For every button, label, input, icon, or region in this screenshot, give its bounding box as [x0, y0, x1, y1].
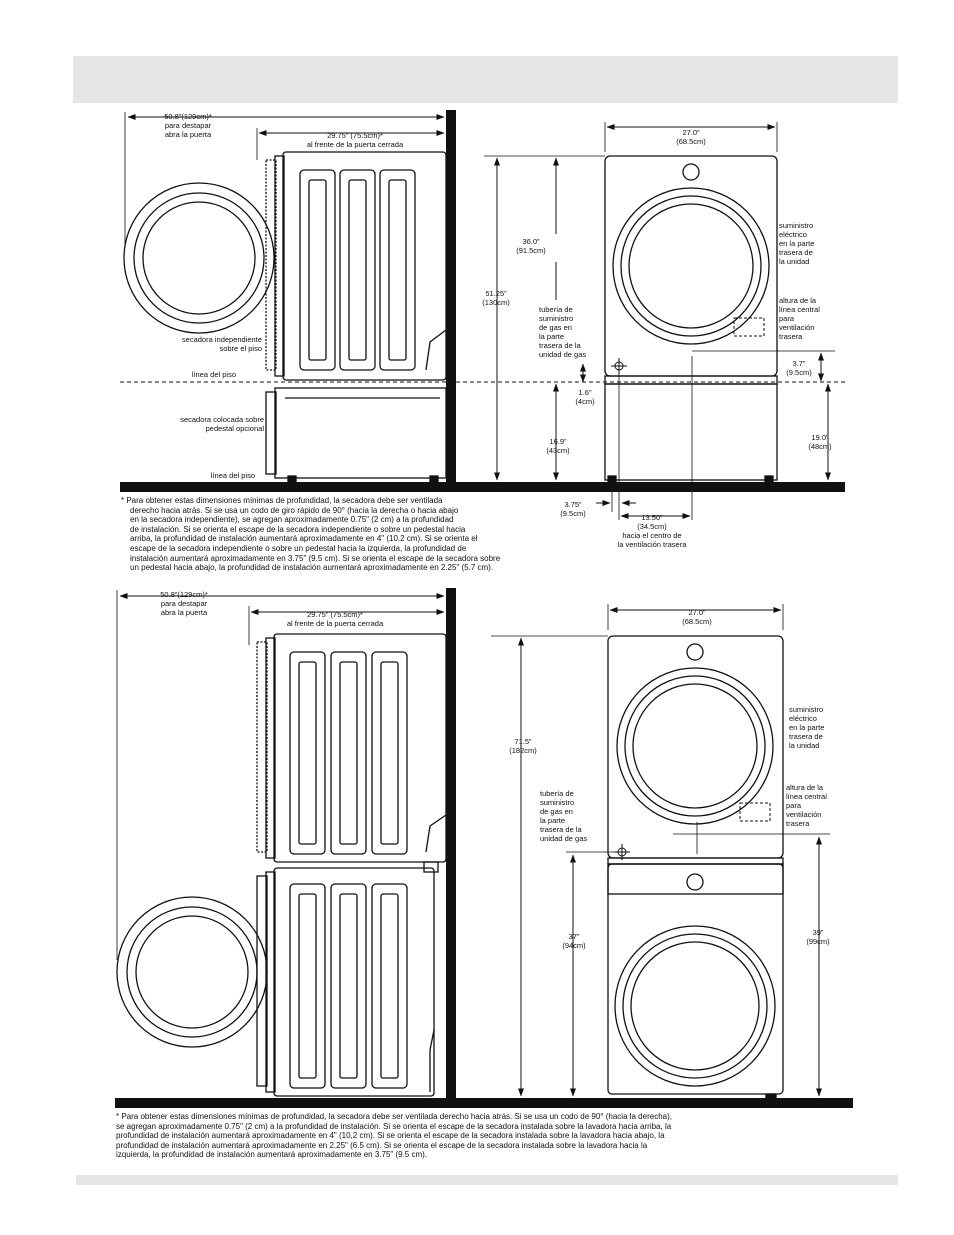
dim-3-75-label: 3.75” (9.5cm) [560, 500, 586, 518]
bottom-footnote-line: izquierda, la profundidad de instalación… [116, 1150, 428, 1160]
footer-bar [76, 1175, 898, 1185]
top-gas-label: tubería de suministro de gas en la parte… [539, 305, 587, 359]
bottom-stacked-dryer [256, 633, 447, 863]
dim-16-9-label: 16.9” (43cm) [546, 437, 570, 455]
bottom-washer [116, 867, 435, 1097]
top-footnote-line: en la secadora independiente), se agrega… [130, 515, 454, 525]
top-vent-height-label: altura de la línea central para ventilac… [779, 296, 820, 341]
top-floor-left [120, 482, 456, 492]
top-footnote-line: un pedestal hacia abajo, la profundidad … [130, 563, 494, 573]
floor-line-label-2: línea del piso [210, 471, 255, 480]
bottom-clearance-label: 50.8”(129cm)* para destapar abra la puer… [160, 590, 208, 617]
top-electric-label: suministro eléctrico en la parte trasera… [779, 221, 815, 266]
standalone-dryer-label: secadora independiente sobre el piso [181, 335, 262, 353]
bottom-electric-label: suministro eléctrico en la parte trasera… [789, 705, 825, 750]
bottom-vent-height-label: altura de la línea central para ventilac… [786, 783, 827, 828]
bottom-wall [446, 588, 456, 1098]
top-side-view [120, 110, 456, 492]
top-height-dryer-label: 36.0” (91.5cm) [516, 237, 546, 255]
dim-3-7-label: 3.7” (9.5cm) [786, 359, 812, 377]
dim-1-6-label: 1.6” (4cm) [575, 388, 595, 406]
bottom-depth-label: 29.75” (75.5cm)* al frente de la puerta … [286, 610, 384, 628]
top-clearance-label: 50.8”(129cm)* para destapar abra la puer… [164, 112, 212, 139]
dim-39-label: 39” (99cm) [806, 928, 830, 946]
dim-19-0-label: 19.0” (48cm) [808, 433, 832, 451]
bottom-footnote-line: * Para obtener estas dimensiones mínimas… [116, 1112, 672, 1121]
bottom-gas-label: tubería de suministro de gas en la parte… [540, 789, 588, 843]
bottom-footnote: * Para obtener estas dimensiones mínimas… [116, 1112, 672, 1160]
header-bar [73, 56, 898, 103]
top-footnote-line: escape de la secadora independiente o so… [130, 543, 467, 553]
bottom-footnote-line: profundidad de instalación aumentará apr… [116, 1140, 648, 1150]
top-footnote-line: derecho hacia atrás. Si se usa un codo d… [130, 505, 459, 515]
top-height-total-label: 51.25” (130cm) [482, 289, 510, 307]
top-footnote-line: * Para obtener estas dimensiones mínimas… [121, 496, 443, 505]
floor-line-label-1: línea del piso [191, 370, 236, 379]
bottom-width-label: 27.0” (68.5cm) [682, 608, 712, 626]
bottom-height-total-label: 71.5” (182cm) [509, 737, 537, 755]
dim-37-label: 37” (94cm) [562, 932, 586, 950]
bottom-front-view [491, 604, 830, 1099]
bottom-floor [115, 1098, 853, 1108]
dim-13-50-label: 13.50” (34.5cm) hacia el centro de la ve… [617, 513, 687, 549]
pedestal-dryer-label: secadora colocada sobre pedestal opciona… [180, 415, 264, 433]
top-standalone-dryer [123, 151, 447, 381]
top-footnote-line: instalación aumentará aproximadamente en… [130, 553, 501, 563]
top-footnote-line: de instalación. Si se orienta el escape … [130, 524, 466, 534]
top-front-view [456, 122, 845, 520]
top-footnote-line: arriba, la profundidad de instalación au… [130, 534, 478, 544]
top-wall [446, 110, 456, 482]
top-width-label: 27.0” (68.5cm) [676, 128, 706, 146]
top-floor-right [456, 482, 845, 492]
top-depth-label: 29.75” (75.5cm)* al frente de la puerta … [306, 131, 404, 149]
top-pedestal [265, 387, 447, 483]
bottom-side-view [115, 588, 853, 1108]
bottom-footnote-line: se agregan aproximadamente 0.75" (2 cm) … [116, 1121, 672, 1131]
top-footnote: * Para obtener estas dimensiones mínimas… [121, 496, 500, 573]
bottom-footnote-line: profundidad de instalación aumentará apr… [116, 1131, 665, 1141]
